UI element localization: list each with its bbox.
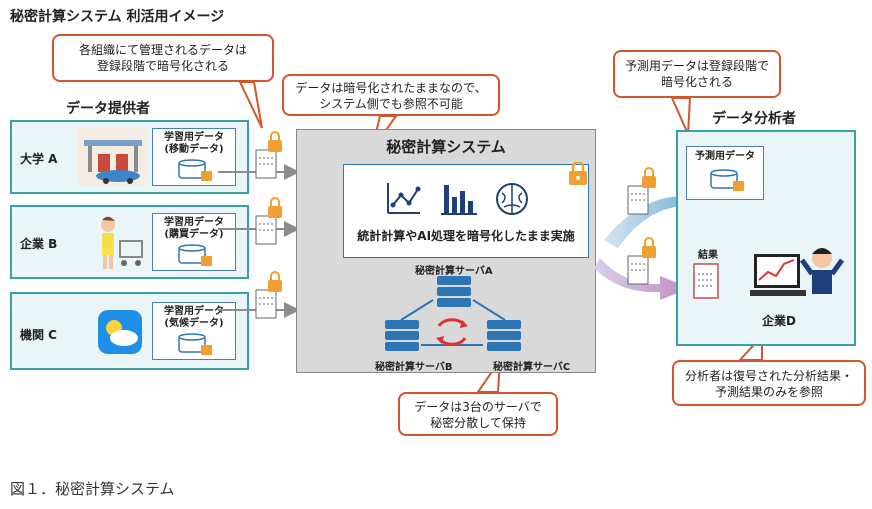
database-icon <box>178 159 212 181</box>
server-c-label: 秘密計算サーバC <box>493 362 571 373</box>
learning-data-box: 学習用データ (移動データ) <box>152 128 236 186</box>
compute-label: 統計計算やAI処理を暗号化したまま実施 <box>357 229 575 243</box>
page-title: 秘密計算システム 利活用イメージ <box>10 9 225 25</box>
analytics-icons <box>387 183 528 215</box>
provider-company-b: 企業 B 学習用データ (購買データ) <box>10 205 249 279</box>
company-d-label: 企業D <box>762 314 796 328</box>
figure-caption: 図１．秘密計算システム <box>10 480 175 498</box>
data-label: 学習用データ <box>164 132 224 143</box>
providers-heading: データ提供者 <box>66 101 150 117</box>
server-c-icon <box>487 320 521 351</box>
encrypted-document-icon <box>627 167 656 215</box>
shopper-image <box>92 215 146 273</box>
result-label: 結果 <box>698 250 718 261</box>
database-icon <box>178 333 212 355</box>
system-title: 秘密計算システム <box>386 138 506 156</box>
callout-line: 暗号化される <box>660 75 733 89</box>
callout-encryption-at-registration: 各組織にて管理されるデータは 登録段階で暗号化される <box>52 34 274 82</box>
database-icon <box>710 169 744 191</box>
provider-name: 機関 C <box>20 328 57 342</box>
callout-analyst-views-results: 分析者は復号された分析結果・ 予測結果のみを参照 <box>672 360 866 406</box>
encrypted-document-icon <box>255 197 282 245</box>
database-icon <box>178 244 212 266</box>
analyst-company-d: 予測用データ 結果 企業D <box>676 130 856 346</box>
callout-line: 秘密分散して保持 <box>430 416 526 430</box>
callout-line: 分析者は復号された分析結果・ <box>684 369 853 383</box>
learning-data-box: 学習用データ (購買データ) <box>152 213 236 271</box>
secure-computation-system: 秘密計算システム 統計計算やAI処理を暗号化したまま実施 <box>296 129 596 373</box>
provider-name: 大学 A <box>20 152 58 166</box>
callout-line: 予測結果のみを参照 <box>714 385 823 399</box>
callout-system-cannot-view: データは暗号化されたままなので、 システム側でも参照不可能 <box>282 74 500 116</box>
server-cluster <box>385 276 521 351</box>
prediction-data-box: 予測用データ <box>686 146 764 200</box>
callout-line: システム側でも参照不可能 <box>319 97 463 111</box>
line-chart-icon <box>387 183 421 214</box>
encrypted-document-icon <box>255 271 282 319</box>
data-sublabel: (気候データ) <box>164 318 224 329</box>
data-label: 学習用データ <box>164 217 224 228</box>
weather-icon <box>106 320 138 346</box>
server-a-icon <box>437 276 471 307</box>
compute-panel: 統計計算やAI処理を暗号化したまま実施 <box>343 164 589 258</box>
analyst-person-monitor-icon <box>750 248 845 296</box>
callout-line: 各組織にて管理されるデータは <box>78 43 247 57</box>
callout-line: 登録段階で暗号化される <box>96 59 229 73</box>
callout-line: データは暗号化されたままなので、 <box>295 81 487 95</box>
callout-line: 予測用データは登録段階で <box>624 59 769 73</box>
station-car-icon <box>84 140 142 184</box>
encrypted-document-icon <box>255 131 282 179</box>
server-a-label: 秘密計算サーバA <box>415 266 493 277</box>
data-sublabel: (移動データ) <box>164 144 224 155</box>
provider-name: 企業 B <box>20 237 58 251</box>
data-label: 学習用データ <box>164 306 224 317</box>
server-b-icon <box>385 320 419 351</box>
shopping-person-icon <box>101 216 143 269</box>
data-label: 予測用データ <box>695 151 755 162</box>
callout-secret-sharing: データは3台のサーバで 秘密分散して保持 <box>398 392 558 436</box>
provider-university-a: 大学 A 学習用データ (移動データ) <box>10 120 249 194</box>
learning-data-box: 学習用データ (気候データ) <box>152 302 236 360</box>
callout-predict-data-encrypted: 予測用データは登録段階で 暗号化される <box>613 50 781 98</box>
server-b-label: 秘密計算サーバB <box>375 362 453 373</box>
lock-icon <box>569 162 587 185</box>
campus-image <box>78 128 148 186</box>
analyst-heading: データ分析者 <box>712 111 796 127</box>
callout-line: データは3台のサーバで <box>414 400 542 414</box>
data-sublabel: (購買データ) <box>164 229 224 240</box>
encrypted-document-icon <box>627 237 656 285</box>
weather-app-image <box>98 310 142 354</box>
provider-institution-c: 機関 C 学習用データ (気候データ) <box>10 292 249 370</box>
result-document-icon <box>693 263 719 299</box>
brain-icon <box>496 183 528 215</box>
bar-chart-icon <box>441 185 477 215</box>
